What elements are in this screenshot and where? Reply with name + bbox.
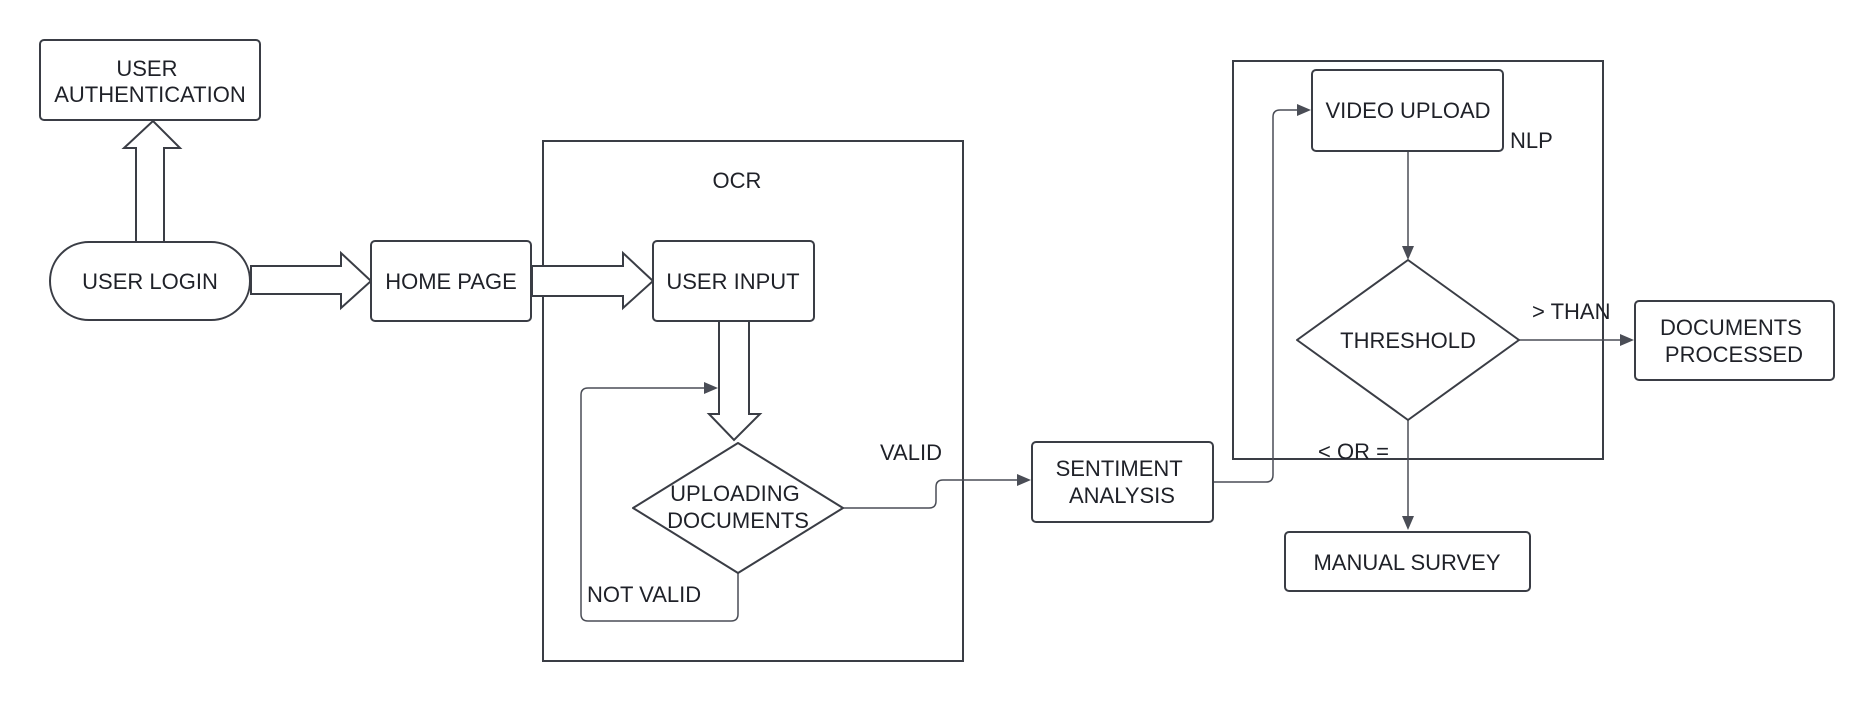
user-input-label: USER INPUT	[666, 269, 799, 294]
manual-survey-label: MANUAL SURVEY	[1313, 550, 1500, 575]
connector-sentiment-to-video	[1213, 109, 1299, 483]
documents-processed-node	[1634, 300, 1835, 381]
connector-not-valid-arrowhead	[704, 382, 718, 394]
user-authentication-node	[39, 39, 261, 121]
edge-label-less-or-equal: < OR =	[1318, 439, 1389, 464]
user-login-label: USER LOGIN	[82, 269, 218, 294]
user-login-node	[49, 241, 251, 321]
connector-sentiment-to-video-arrowhead	[1297, 104, 1311, 116]
user-input-node	[652, 240, 815, 322]
ocr-group-label: OCR	[713, 168, 762, 193]
home-page-node	[370, 240, 532, 322]
connector-valid	[843, 479, 1019, 509]
edge-label-greater-than: > THAN	[1532, 299, 1610, 324]
connector-valid-arrowhead	[1017, 474, 1031, 486]
connector-not-valid-loop	[580, 387, 739, 622]
block-arrow-homepage-to-input	[531, 250, 655, 311]
block-arrow-input-to-uploading	[706, 320, 763, 442]
threshold-node	[1296, 259, 1520, 421]
connector-threshold-to-processed-arrowhead	[1620, 334, 1634, 346]
video-upload-node	[1311, 69, 1504, 152]
manual-survey-node	[1284, 531, 1531, 592]
edge-label-not-valid: NOT VALID	[587, 582, 701, 607]
uploading-documents-label: UPLOADING DOCUMENTS	[667, 481, 809, 533]
sentiment-analysis-node	[1031, 441, 1214, 523]
documents-processed-label: DOCUMENTS PROCESSED	[1660, 315, 1808, 367]
user-authentication-label: USER AUTHENTICATION	[54, 56, 245, 107]
nlp-group-label: NLP	[1510, 128, 1553, 153]
nlp-group-box	[1232, 60, 1604, 460]
threshold-label: THRESHOLD	[1340, 328, 1476, 353]
sentiment-analysis-label: SENTIMENT ANALYSIS	[1056, 456, 1189, 508]
connector-threshold-to-survey-arrowhead	[1402, 516, 1414, 530]
home-page-label: HOME PAGE	[385, 269, 517, 294]
ocr-group-box	[542, 140, 964, 662]
block-arrow-login-to-homepage	[250, 250, 373, 311]
video-upload-label: VIDEO UPLOAD	[1325, 98, 1490, 123]
connector-video-to-threshold-arrowhead	[1402, 246, 1414, 260]
block-arrow-login-to-authentication	[121, 119, 183, 243]
uploading-documents-node	[632, 442, 844, 574]
edge-label-valid: VALID	[880, 440, 942, 465]
